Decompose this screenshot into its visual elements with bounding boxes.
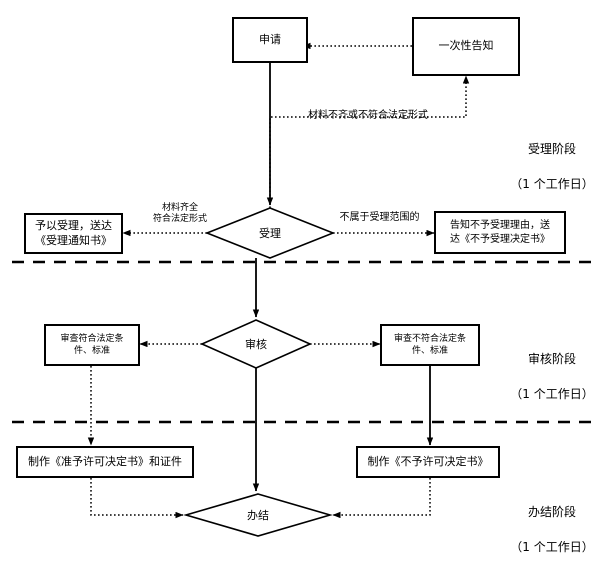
- node-accept-no[interactable]: 告知不予受理理由，送 达《不予受理决定书》: [434, 211, 566, 254]
- node-review[interactable]: 审核: [226, 333, 286, 355]
- node-accept-yes[interactable]: 予以受理，送达 《受理通知书》: [24, 213, 123, 254]
- node-make-deny[interactable]: 制作《不予许可决定书》: [356, 446, 500, 478]
- edge-label-incomplete-materials-text: 材料不齐或不符合法定形式: [308, 110, 428, 121]
- edge-label-incomplete-materials: 材料不齐或不符合法定形式: [283, 96, 453, 122]
- node-accept-yes-label: 予以受理，送达 《受理通知书》: [35, 218, 112, 247]
- stage-label-complete-duration: （1 个工作日）: [510, 540, 594, 555]
- stage-label-complete-name: 办结阶段: [527, 505, 576, 520]
- node-one-time-notice-label: 一次性告知: [438, 39, 494, 53]
- stage-label-review-duration: （1 个工作日）: [510, 387, 594, 402]
- edge-label-out-of-scope-text: 不属于受理范围的: [339, 212, 420, 223]
- diamond-complete: [183, 493, 333, 537]
- node-accept[interactable]: 受理: [240, 222, 300, 244]
- node-review-pass-label: 审查符合法定条 件、标准: [60, 333, 124, 356]
- node-make-permit-label: 制作《准予许可决定书》和证件: [28, 454, 182, 468]
- node-complete-label: 办结: [247, 509, 269, 522]
- diamond-accept: [204, 207, 336, 259]
- stage-label-complete: 办结阶段 （1 个工作日）: [500, 487, 604, 564]
- node-accept-no-label: 告知不予受理理由，送 达《不予受理决定书》: [450, 220, 550, 245]
- node-review-label: 审核: [245, 338, 267, 351]
- stage-label-acceptance: 受理阶段 （1 个工作日）: [500, 124, 604, 211]
- edge-deny-to-complete: [332, 478, 431, 519]
- node-apply[interactable]: 申请: [232, 17, 308, 63]
- node-review-pass[interactable]: 审查符合法定条 件、标准: [44, 324, 140, 366]
- edge-permit-to-complete: [90, 478, 184, 519]
- node-one-time-notice[interactable]: 一次性告知: [412, 17, 520, 76]
- stage-label-review: 审核阶段 （1 个工作日）: [500, 334, 604, 421]
- stage-label-acceptance-name: 受理阶段: [527, 142, 576, 157]
- node-review-fail[interactable]: 审查不符合法定条 件、标准: [380, 324, 480, 366]
- node-apply-label: 申请: [259, 32, 281, 46]
- stage-label-review-name: 审核阶段: [527, 352, 576, 367]
- node-make-deny-label: 制作《不予许可决定书》: [367, 454, 489, 468]
- edge-label-out-of-scope: 不属于受理范围的: [327, 198, 432, 224]
- node-make-permit[interactable]: 制作《准予许可决定书》和证件: [16, 446, 194, 478]
- edge-label-complete-materials: 材料齐全 符合法定形式: [133, 191, 227, 226]
- node-complete[interactable]: 办结: [228, 504, 288, 526]
- edge-label-complete-materials-text: 材料齐全 符合法定形式: [152, 202, 207, 225]
- stage-label-acceptance-duration: （1 个工作日）: [510, 177, 594, 192]
- node-review-fail-label: 审查不符合法定条 件、标准: [393, 333, 466, 356]
- node-accept-label: 受理: [259, 227, 281, 240]
